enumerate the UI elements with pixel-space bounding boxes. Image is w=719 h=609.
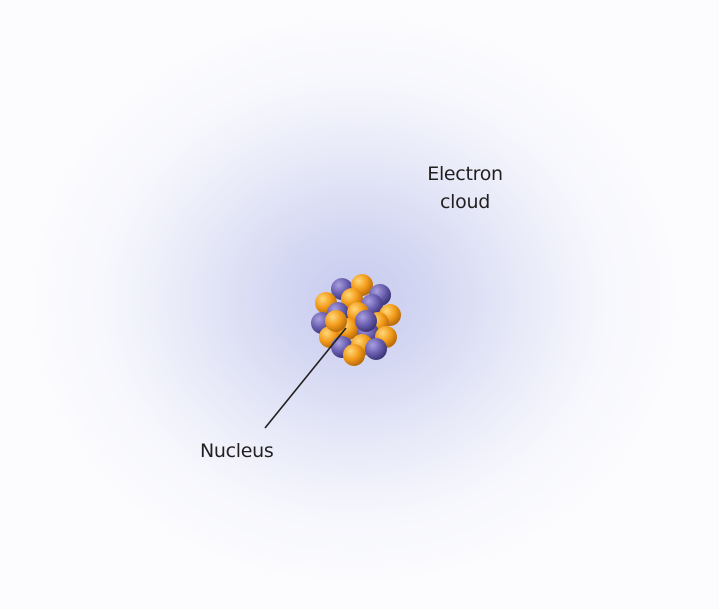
proton-sphere (343, 344, 365, 366)
proton-sphere (325, 310, 347, 332)
nucleus-label: Nucleus (200, 440, 274, 462)
nucleus-cluster (311, 274, 401, 366)
electron-cloud-label: Electron cloud (405, 160, 525, 216)
neutron-sphere (355, 310, 377, 332)
electron-cloud-label-line1: Electron (427, 163, 503, 185)
nucleus-leader-line (264, 327, 347, 429)
neutron-sphere (365, 338, 387, 360)
electron-cloud-label-line2: cloud (440, 191, 490, 213)
